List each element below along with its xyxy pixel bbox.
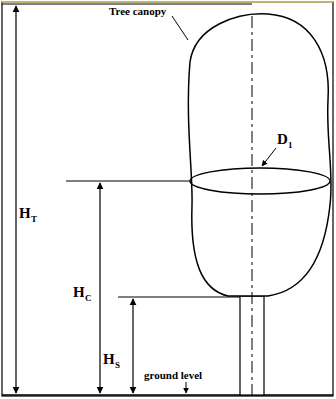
ellipse-front <box>190 181 330 194</box>
dimension-arrow <box>15 6 16 393</box>
dimension-subscript: C <box>84 294 93 303</box>
dimension-subscript: 1 <box>287 141 294 150</box>
frame <box>2 2 333 396</box>
center-axis <box>252 16 253 398</box>
top-edge <box>2 1 333 3</box>
top-extension-line <box>2 4 252 5</box>
leader-line <box>172 16 188 40</box>
dimension-subscript: T <box>30 215 38 224</box>
canopy-outline <box>188 14 331 296</box>
callout-label: Tree canopy <box>108 6 167 17</box>
ground-line <box>2 394 333 396</box>
ground-label: ground level <box>143 370 203 381</box>
dimension-arrow <box>132 299 133 393</box>
ellipse-back <box>190 168 330 181</box>
dimension-subscript: S <box>114 361 121 370</box>
pointer-arrow <box>186 382 187 393</box>
extension-line <box>118 297 240 298</box>
pointer-arrow <box>262 148 276 166</box>
extension-line <box>66 181 190 182</box>
dimension-arrow <box>99 183 100 393</box>
